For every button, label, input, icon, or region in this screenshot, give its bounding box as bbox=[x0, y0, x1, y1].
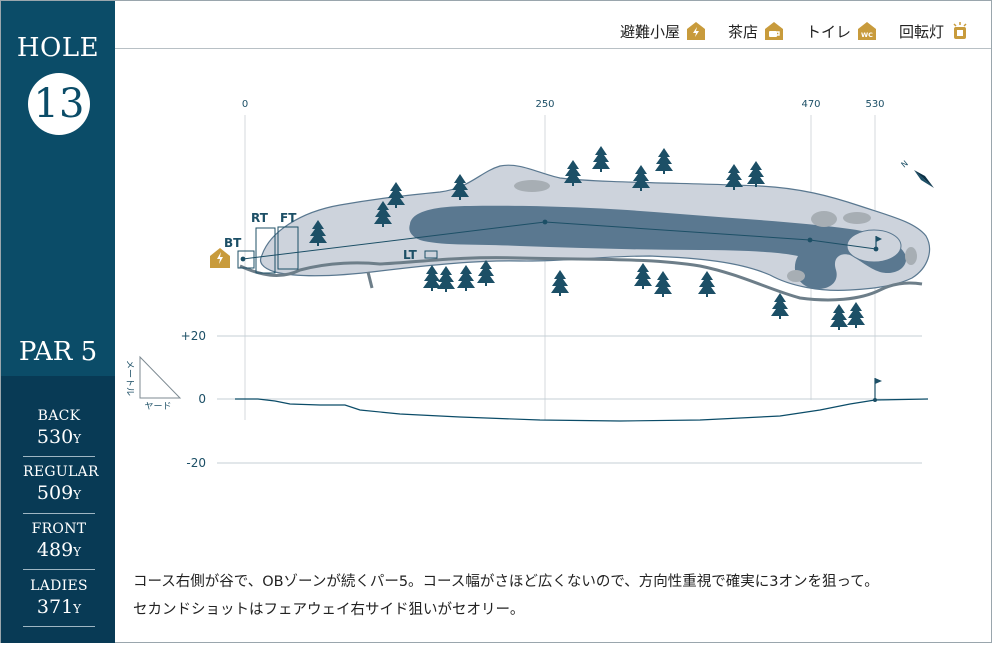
divider bbox=[23, 626, 95, 627]
distance-label: 250 bbox=[535, 99, 554, 110]
hole-description: コース右側が谷で、OBゾーンが続くパー5。コース幅がさほど広くないので、方向性重… bbox=[133, 568, 879, 624]
tee-yard-unit: Y bbox=[73, 488, 82, 502]
legend-label: 回転灯 bbox=[899, 22, 945, 41]
elevation-pin-flag-icon bbox=[873, 378, 882, 402]
bunker bbox=[787, 270, 805, 282]
description-line: セカンドショットはフェアウェイ右サイド狙いがセオリー。 bbox=[133, 602, 525, 618]
tee-ladies: LADIES 371Y bbox=[23, 578, 95, 618]
legend-rotating-light: 回転灯 bbox=[899, 21, 970, 42]
header-divider bbox=[115, 48, 991, 49]
tee-yardage-panel: BACK 530Y REGULAR 509Y FRONT 489Y LADIES… bbox=[1, 376, 115, 643]
tee-name: FRONT bbox=[31, 521, 87, 537]
tee-name: REGULAR bbox=[23, 464, 99, 480]
bunkers bbox=[514, 180, 917, 282]
front-tee-box bbox=[277, 226, 299, 270]
tee-name: LADIES bbox=[30, 578, 88, 594]
distance-label: 470 bbox=[801, 99, 820, 110]
hole-number-badge: 13 bbox=[28, 73, 90, 135]
legend-toilet: トイレ WC bbox=[806, 21, 877, 42]
tee-yards: 371 bbox=[36, 596, 74, 618]
legend-label: トイレ bbox=[806, 22, 852, 41]
cart-path bbox=[239, 256, 923, 302]
par-label: PAR 5 bbox=[18, 337, 98, 367]
axis-vertical-label: メートル bbox=[124, 360, 134, 396]
green bbox=[846, 229, 902, 263]
divider bbox=[23, 569, 95, 570]
elevation-profile bbox=[235, 398, 929, 422]
teahouse-icon bbox=[765, 22, 784, 40]
back-tee-box bbox=[237, 250, 255, 269]
shelter-icon bbox=[687, 22, 706, 40]
hole-label: HOLE bbox=[16, 33, 100, 63]
elevation-label: +20 bbox=[181, 329, 206, 343]
legend-label: 茶店 bbox=[728, 22, 759, 41]
legend-shelter: 避難小屋 bbox=[620, 21, 706, 42]
rotating-light-icon bbox=[953, 22, 967, 39]
legend-label: 避難小屋 bbox=[620, 22, 681, 41]
elevation-label: -20 bbox=[186, 456, 206, 470]
tee-yards: 530 bbox=[36, 426, 74, 448]
shot-line bbox=[242, 221, 877, 260]
facility-legend: 避難小屋 茶店 トイレ WC 回転灯 bbox=[598, 18, 970, 44]
bunker bbox=[514, 180, 550, 192]
distance-labels: 0 250 470 530 bbox=[242, 99, 885, 110]
north-arrow-icon: N bbox=[900, 159, 934, 188]
toilet-icon-text: WC bbox=[861, 31, 873, 39]
bunker bbox=[843, 212, 871, 224]
distance-label: 530 bbox=[865, 99, 884, 110]
hole-sidebar: HOLE 13 PAR 5 BACK 530Y REGULAR 509Y FRO… bbox=[1, 1, 115, 643]
tee-yards: 509 bbox=[36, 482, 74, 504]
ladies-tee-box bbox=[424, 250, 438, 259]
description-line: コース右側が谷で、OBゾーンが続くパー5。コース幅がさほど広くないので、方向性重… bbox=[133, 574, 879, 590]
elevation-labels: +20 0 -20 bbox=[181, 329, 206, 470]
tee-boxes bbox=[237, 226, 438, 274]
tee-name: BACK bbox=[37, 408, 81, 424]
cart-path-branch bbox=[366, 271, 374, 289]
divider bbox=[23, 513, 95, 514]
tee-label-bt: BT bbox=[224, 236, 242, 250]
axis-horizontal-label: ヤード bbox=[144, 402, 171, 412]
tee-labels: BT RT FT LT bbox=[224, 211, 418, 262]
pin-flag-icon bbox=[875, 236, 882, 249]
svg-text:N: N bbox=[900, 159, 910, 170]
shelter-icon bbox=[210, 248, 230, 268]
fairway bbox=[409, 205, 907, 290]
toilet-icon: WC bbox=[858, 22, 877, 40]
elevation-gridlines bbox=[217, 335, 922, 464]
legend-teahouse: 茶店 bbox=[728, 21, 784, 42]
tee-front: FRONT 489Y bbox=[23, 521, 95, 561]
divider bbox=[23, 456, 95, 457]
tee-label-rt: RT bbox=[251, 211, 269, 225]
axis-legend: メートル ヤード bbox=[124, 355, 182, 412]
bunker bbox=[811, 211, 837, 227]
tee-regular: REGULAR 509Y bbox=[23, 464, 99, 504]
tee-label-lt: LT bbox=[403, 248, 418, 262]
tee-yard-unit: Y bbox=[73, 545, 82, 559]
shot-points bbox=[240, 219, 879, 262]
tee-back: BACK 530Y bbox=[23, 408, 95, 448]
tee-yards: 489 bbox=[36, 539, 74, 561]
elevation-label: 0 bbox=[198, 392, 206, 406]
tee-label-ft: FT bbox=[280, 211, 297, 225]
regular-tee-box bbox=[255, 227, 276, 274]
tee-yard-unit: Y bbox=[73, 602, 82, 616]
distance-label: 0 bbox=[242, 99, 248, 110]
tee-yard-unit: Y bbox=[73, 432, 82, 446]
bunker bbox=[905, 247, 917, 265]
